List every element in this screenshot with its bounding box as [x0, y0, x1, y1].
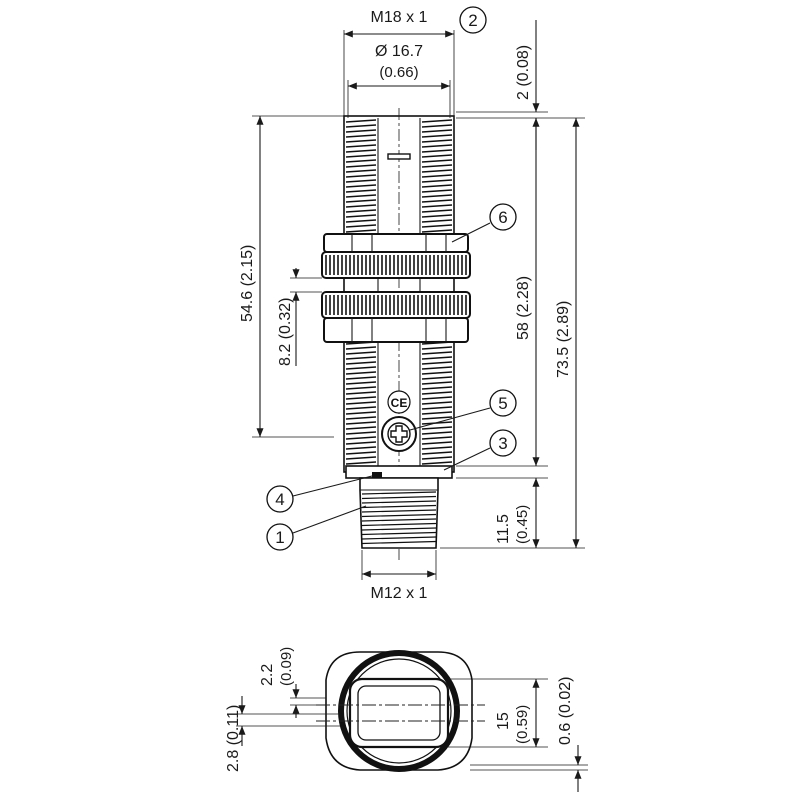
body-length-label: 54.6 (2.15) — [239, 245, 256, 322]
callout-4: 4 — [266, 475, 373, 513]
front-06-label: 0.6 (0.02) — [557, 677, 574, 745]
dim-length-total: 73.5 (2.89) — [440, 118, 585, 549]
connector-length-inch-label: (0.45) — [514, 505, 531, 544]
adjuster-screw — [381, 416, 417, 452]
nut-upper — [321, 233, 471, 279]
front-15-inch-label: (0.59) — [514, 705, 531, 744]
diameter-inch-label: (0.66) — [379, 64, 418, 81]
top-offset-label: 2 (0.08) — [515, 45, 532, 100]
front-ring — [338, 650, 460, 772]
svg-text:4: 4 — [275, 490, 284, 509]
dim-nut-width: 8.2 (0.32) — [277, 268, 322, 366]
dim-front-22: 2.2 (0.09) — [259, 647, 326, 718]
side-view: CE — [321, 108, 471, 560]
front-15-label: 15 — [495, 712, 512, 730]
svg-text:3: 3 — [498, 434, 507, 453]
dim-front-15: 15 (0.59) — [448, 678, 548, 748]
thread-right — [421, 119, 453, 465]
ce-mark: CE — [387, 390, 411, 414]
svg-text:6: 6 — [498, 208, 507, 227]
dim-front-28: 2.8 (0.11) — [225, 696, 340, 772]
svg-text:CE: CE — [391, 396, 408, 410]
marker-slot — [387, 153, 411, 160]
svg-text:2: 2 — [468, 11, 477, 30]
dim-length-58: 58 (2.28) — [456, 118, 548, 467]
thread-top-label: M18 x 1 — [371, 9, 428, 26]
diameter-label: Ø 16.7 — [375, 43, 423, 60]
dim-connector-length: 11.5 (0.45) — [456, 477, 548, 548]
front-22-label: 2.2 — [259, 664, 276, 686]
front-28-label: 2.8 (0.11) — [225, 705, 242, 772]
dim-thread-bottom: M12 x 1 — [361, 550, 437, 602]
callout-1: 1 — [266, 505, 367, 551]
connector — [359, 477, 439, 549]
length-total-label: 73.5 (2.89) — [555, 301, 572, 378]
dim-thread-top: M18 x 1 Ø 16.7 (0.66) — [343, 9, 455, 118]
front-view — [316, 650, 485, 772]
callouts: 2 6 5 3 4 1 — [266, 6, 517, 551]
dim-front-06: 0.6 (0.02) — [470, 677, 588, 792]
nut-width-label: 8.2 (0.32) — [277, 298, 294, 366]
svg-text:1: 1 — [275, 528, 284, 547]
callout-6: 6 — [451, 203, 517, 243]
dim-body-length: 54.6 (2.15) — [239, 115, 344, 438]
front-22-inch-label: (0.09) — [278, 647, 295, 686]
length-58-label: 58 (2.28) — [515, 276, 532, 340]
thread-bottom-label: M12 x 1 — [371, 585, 428, 602]
connector-length-label: 11.5 — [495, 514, 512, 544]
callout-3: 3 — [443, 429, 517, 471]
svg-text:5: 5 — [498, 394, 507, 413]
callout-5: 5 — [409, 389, 517, 431]
dim-top-offset: 2 (0.08) — [456, 20, 585, 150]
callout-2: 2 — [459, 6, 487, 34]
thread-left — [345, 119, 377, 465]
nut-lower — [321, 291, 471, 343]
